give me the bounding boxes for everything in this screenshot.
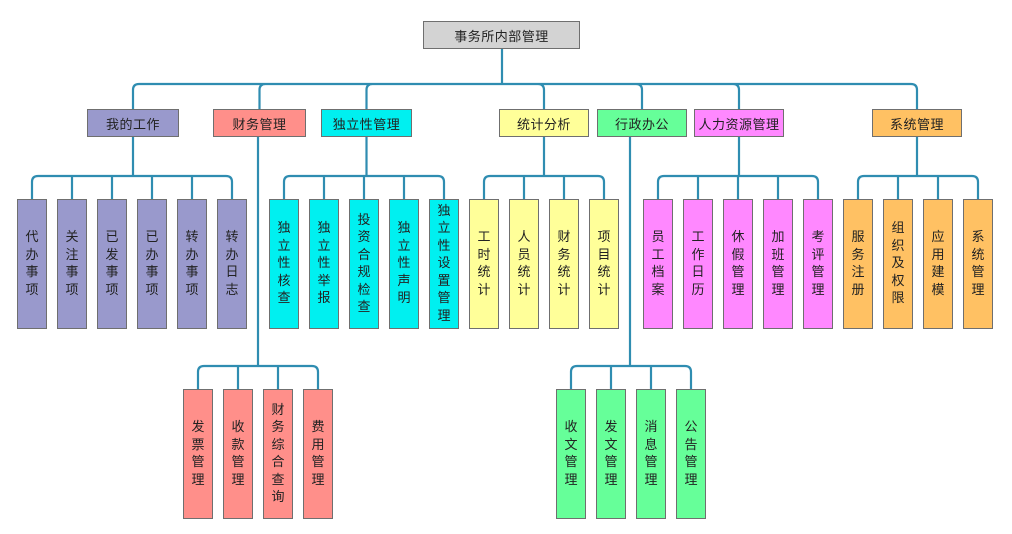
leaf-label: 独立性声明 xyxy=(397,221,411,307)
leaf-label: 关注事项 xyxy=(65,230,79,298)
leaf-admin-2: 消息管理 xyxy=(636,389,666,519)
leaf-admin-3: 公告管理 xyxy=(676,389,706,519)
leaf-hr-3: 加班管理 xyxy=(763,199,793,329)
leaf-label: 员工档案 xyxy=(651,230,665,298)
leaf-label: 人员统计 xyxy=(517,230,531,298)
leaf-label: 发票管理 xyxy=(191,420,205,488)
leaf-label: 休假管理 xyxy=(731,230,745,298)
leaf-admin-0: 收文管理 xyxy=(556,389,586,519)
category-admin: 行政办公 xyxy=(597,109,687,137)
leaf-independence-3: 独立性声明 xyxy=(389,199,419,329)
leaf-finance-3: 费用管理 xyxy=(303,389,333,519)
leaf-my-work-0: 代办事项 xyxy=(17,199,47,329)
leaf-label: 工时统计 xyxy=(477,230,491,298)
leaf-statistics-0: 工时统计 xyxy=(469,199,499,329)
leaf-independence-1: 独立性举报 xyxy=(309,199,339,329)
leaf-label: 已发事项 xyxy=(105,230,119,298)
leaf-label: 应用建模 xyxy=(931,230,945,298)
leaf-label: 代办事项 xyxy=(25,230,39,298)
leaf-label: 组织及权限 xyxy=(891,221,905,307)
leaf-label: 工作日历 xyxy=(691,230,705,298)
leaf-admin-1: 发文管理 xyxy=(596,389,626,519)
leaf-label: 发文管理 xyxy=(604,420,618,488)
leaf-label: 独立性设置管理 xyxy=(437,203,451,324)
leaf-statistics-3: 项目统计 xyxy=(589,199,619,329)
leaf-hr-0: 员工档案 xyxy=(643,199,673,329)
leaf-hr-2: 休假管理 xyxy=(723,199,753,329)
leaf-label: 消息管理 xyxy=(644,420,658,488)
category-hr: 人力资源管理 xyxy=(694,109,784,137)
leaf-label: 考评管理 xyxy=(811,230,825,298)
leaf-label: 转办日志 xyxy=(225,230,239,298)
leaf-label: 收文管理 xyxy=(564,420,578,488)
leaf-system-3: 系统管理 xyxy=(963,199,993,329)
leaf-hr-4: 考评管理 xyxy=(803,199,833,329)
leaf-finance-1: 收款管理 xyxy=(223,389,253,519)
leaf-label: 加班管理 xyxy=(771,230,785,298)
leaf-system-1: 组织及权限 xyxy=(883,199,913,329)
leaf-label: 投资合规检查 xyxy=(357,212,371,316)
category-system: 系统管理 xyxy=(872,109,962,137)
root-node: 事务所内部管理 xyxy=(423,21,580,49)
leaf-finance-2: 财务综合查询 xyxy=(263,389,293,519)
leaf-label: 系统管理 xyxy=(971,230,985,298)
leaf-label: 服务注册 xyxy=(851,230,865,298)
leaf-label: 财务统计 xyxy=(557,230,571,298)
leaf-independence-0: 独立性核查 xyxy=(269,199,299,329)
leaf-independence-4: 独立性设置管理 xyxy=(429,199,459,329)
leaf-label: 转办事项 xyxy=(185,230,199,298)
leaf-label: 已办事项 xyxy=(145,230,159,298)
leaf-my-work-2: 已发事项 xyxy=(97,199,127,329)
leaf-hr-1: 工作日历 xyxy=(683,199,713,329)
leaf-label: 财务综合查询 xyxy=(271,402,285,506)
leaf-label: 公告管理 xyxy=(684,420,698,488)
leaf-statistics-1: 人员统计 xyxy=(509,199,539,329)
category-finance: 财务管理 xyxy=(213,109,306,137)
leaf-label: 费用管理 xyxy=(311,420,325,488)
leaf-my-work-3: 已办事项 xyxy=(137,199,167,329)
leaf-system-0: 服务注册 xyxy=(843,199,873,329)
leaf-my-work-5: 转办日志 xyxy=(217,199,247,329)
leaf-statistics-2: 财务统计 xyxy=(549,199,579,329)
category-my-work: 我的工作 xyxy=(87,109,179,137)
leaf-label: 独立性核查 xyxy=(277,221,291,307)
leaf-my-work-1: 关注事项 xyxy=(57,199,87,329)
leaf-system-2: 应用建模 xyxy=(923,199,953,329)
leaf-finance-0: 发票管理 xyxy=(183,389,213,519)
category-statistics: 统计分析 xyxy=(499,109,589,137)
category-independence: 独立性管理 xyxy=(321,109,412,137)
leaf-my-work-4: 转办事项 xyxy=(177,199,207,329)
leaf-label: 独立性举报 xyxy=(317,221,331,307)
leaf-label: 收款管理 xyxy=(231,420,245,488)
connector-path xyxy=(30,49,980,389)
leaf-independence-2: 投资合规检查 xyxy=(349,199,379,329)
leaf-label: 项目统计 xyxy=(597,230,611,298)
